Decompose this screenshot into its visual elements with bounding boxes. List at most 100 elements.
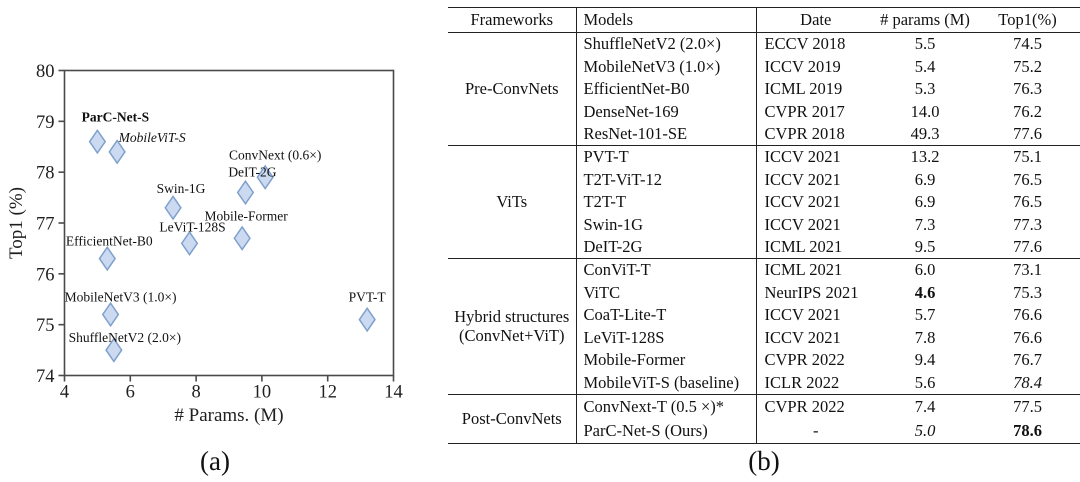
scatter-point [256,164,274,190]
top1-cell: 75.3 [1013,282,1042,302]
params-cell: 6.0 [914,260,936,280]
scatter-point-label: EfficientNet-B0 [66,234,153,249]
scatter-point [358,306,376,333]
y-axis-label: Top1 (%) [6,187,27,259]
top1-cell: 77.3 [1013,214,1042,234]
scatter-point [101,301,120,328]
scatter-point-label: MobileViT-S [118,130,186,145]
scatter-point-label: ConvNext (0.6×) [229,147,321,162]
col-header-top1: Top1(%) [998,10,1057,30]
params-cell: 7.4 [914,396,936,416]
x-tick-label: 8 [191,383,200,403]
framework-cell: Hybrid structures (ConvNet+ViT) [448,258,577,394]
date-cell: ICML 2019 [764,79,843,99]
model-cell: MobileViT-S (baseline) [576,371,757,394]
params-cell: 7.3 [914,214,936,234]
top1-cell: 76.3 [1013,79,1042,99]
model-cell: ShuffleNetV2 (2.0×) [576,32,757,56]
params-cell: 6.9 [914,192,936,212]
scatter-point [98,245,116,272]
model-cell: DeIT-2G [576,235,757,259]
date-cell: ICML 2021 [764,260,843,280]
date-cell: ICCV 2019 [764,56,841,76]
date-cell: ICCV 2021 [764,327,841,347]
params-cell: 5.5 [914,34,936,54]
params-cell: 5.4 [914,56,936,76]
model-cell: T2T-T [576,190,757,214]
framework-cell: Post-ConvNets [448,394,577,443]
params-cell: 5.7 [914,305,936,325]
params-cell: 5.6 [914,372,936,392]
date-cell: NeurIPS 2021 [764,282,859,302]
top1-cell: 76.7 [1013,350,1042,370]
scatter-point-label: Swin-1G [157,181,206,196]
x-tick-label: 10 [253,383,272,403]
model-cell: T2T-ViT-12 [576,168,757,191]
params-cell: 13.2 [910,147,940,167]
model-cell: PVT-T [576,145,757,169]
scatter-point [88,129,107,155]
model-cell: Swin-1G [576,213,757,236]
date-cell: ICCV 2021 [764,169,841,189]
top1-cell: 77.6 [1013,237,1042,257]
y-tick-label: 76 [36,265,55,285]
y-tick-label: 79 [36,113,55,133]
model-cell: CoaT-Lite-T [576,303,757,327]
table-row: ViTC NeurIPS 2021 4.6 75.3 [448,281,1080,304]
scatter-point [180,230,199,256]
model-cell: ViTC [576,281,757,304]
col-header-date: Date [800,10,832,30]
table-row: MobileViT-S (baseline) ICLR 2022 5.6 78.4 [448,371,1080,394]
framework-cell: Pre-ConvNets [448,32,577,146]
caption-b: (b) [748,446,780,476]
params-cell: 4.6 [914,282,936,302]
x-tick-label: 6 [126,383,135,403]
model-cell: ConViT-T [576,258,757,282]
scatter-point [105,337,123,363]
params-cell: 9.5 [914,237,936,257]
top1-cell: 73.1 [1013,260,1042,280]
scatter-point-label: ShuffleNetV2 (2.0×) [69,330,181,345]
y-tick-label: 74 [36,367,55,387]
table-group: Hybrid structures (ConvNet+ViT)ConViT-T I… [448,258,1080,394]
top1-cell: 77.6 [1013,124,1042,144]
caption-a: (a) [200,446,230,476]
scatter-point [236,179,255,206]
x-tick-label: 14 [384,383,403,403]
top1-cell: 74.5 [1013,34,1042,54]
model-cell: Mobile-Former [576,348,757,372]
top1-cell: 76.2 [1013,101,1042,121]
date-cell: ICLR 2022 [764,372,840,392]
params-cell: 5.0 [914,420,936,440]
x-tick-label: 4 [60,383,69,403]
top1-cell: 78.4 [1013,372,1042,392]
model-cell: ParC-Net-S (Ours) [576,418,757,443]
date-cell: ICML 2021 [764,237,843,257]
y-tick-label: 77 [36,215,55,235]
date-cell: CVPR 2018 [764,124,845,144]
params-cell: 9.4 [914,350,936,370]
model-cell: ConvNext-T (0.5 ×)* [576,394,757,419]
scatter-point [164,195,182,221]
scatter-point-label: MobileNetV3 (1.0×) [65,290,177,305]
params-cell: 7.8 [914,327,936,347]
model-cell: MobileNetV3 (1.0×) [576,55,757,78]
model-cell: EfficientNet-B0 [576,77,757,101]
params-cell: 5.3 [914,79,936,99]
params-cell: 49.3 [910,124,940,144]
